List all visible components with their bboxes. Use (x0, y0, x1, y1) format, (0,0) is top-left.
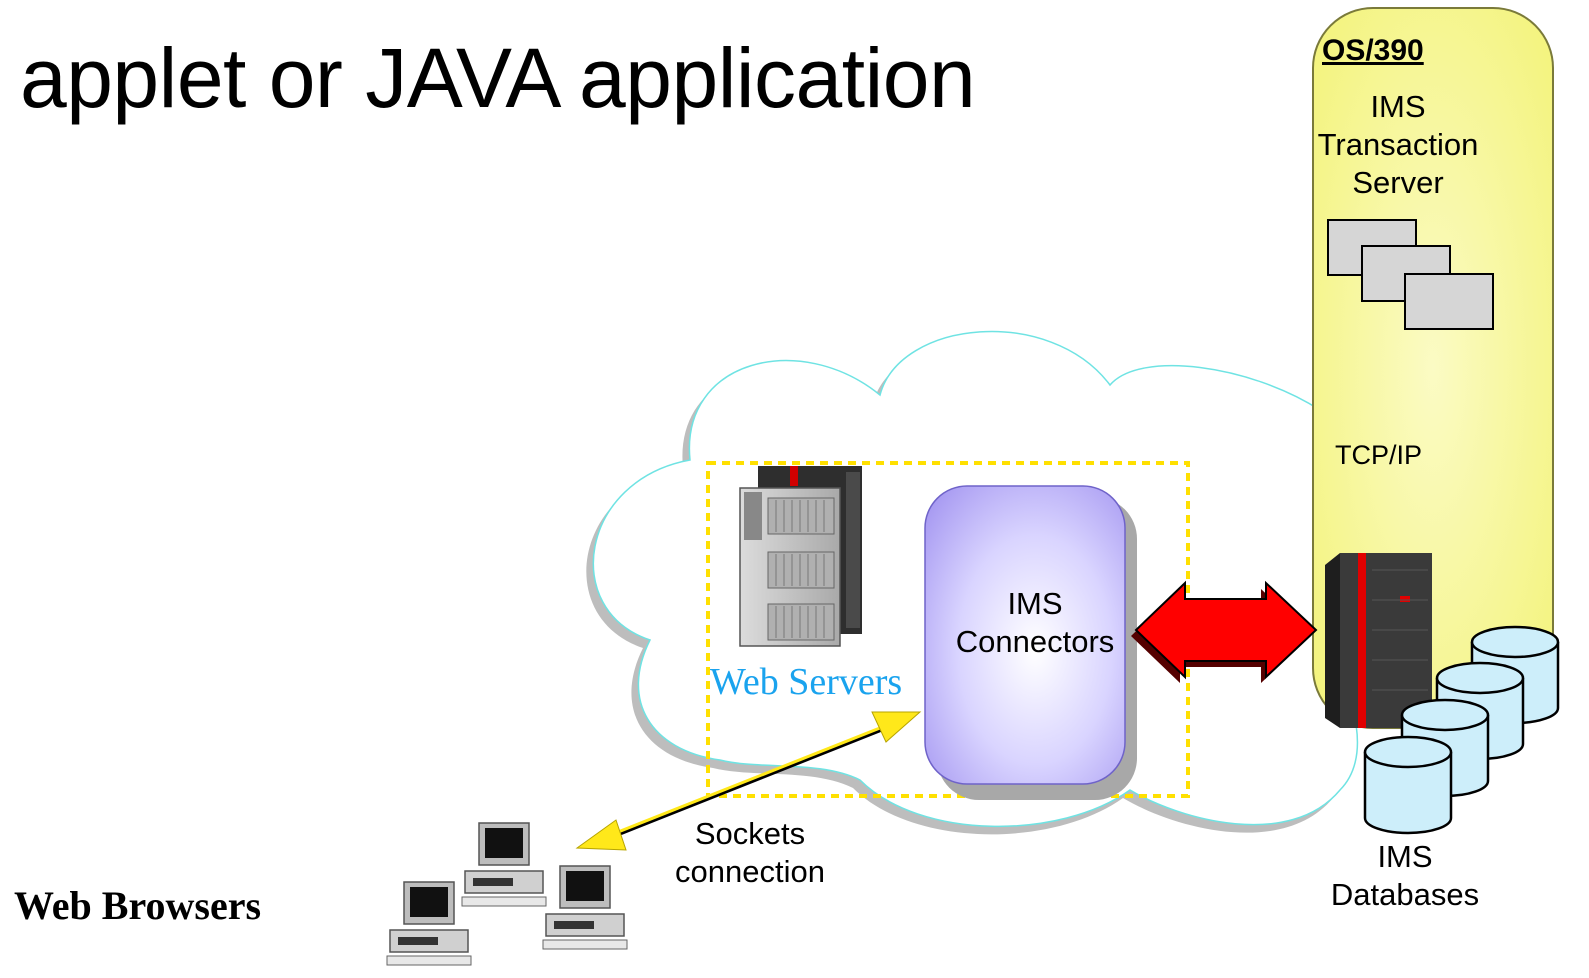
os390-label: OS/390 (1322, 34, 1424, 67)
label-line: Sockets (694, 816, 806, 851)
ims-transaction-server-label: IMS Transaction Server (1298, 88, 1498, 202)
web-servers-label: Web Servers (710, 661, 903, 703)
label-line: connection (675, 854, 825, 889)
database-cylinder-icon (1363, 625, 1560, 835)
ims-connectors-label: IMS Connectors (935, 585, 1135, 661)
label-line: Databases (1330, 877, 1480, 912)
web-browsers-label: Web Browsers (14, 883, 262, 928)
label-line: Connectors (955, 624, 1115, 659)
label-line: IMS (1007, 586, 1063, 621)
slide-title: applet or JAVA application (20, 31, 976, 125)
tcpip-double-arrow (1131, 580, 1318, 683)
sockets-connection-label: Sockets connection (650, 815, 850, 891)
ims-databases-label: IMS Databases (1305, 838, 1505, 914)
mainframe-icon (1325, 553, 1432, 728)
label-line: Transaction (1317, 127, 1479, 162)
sockets-connection-arrow (575, 711, 922, 851)
window-stack-icon (1327, 219, 1494, 330)
ims-connectors-box (924, 485, 1137, 800)
desktop-computer-icon (386, 822, 628, 966)
server-tower-icon (739, 466, 862, 647)
label-line: Server (1352, 165, 1444, 200)
label-line: IMS (1370, 89, 1426, 124)
tcpip-label: TCP/IP (1335, 440, 1423, 470)
label-line: IMS (1377, 839, 1433, 874)
